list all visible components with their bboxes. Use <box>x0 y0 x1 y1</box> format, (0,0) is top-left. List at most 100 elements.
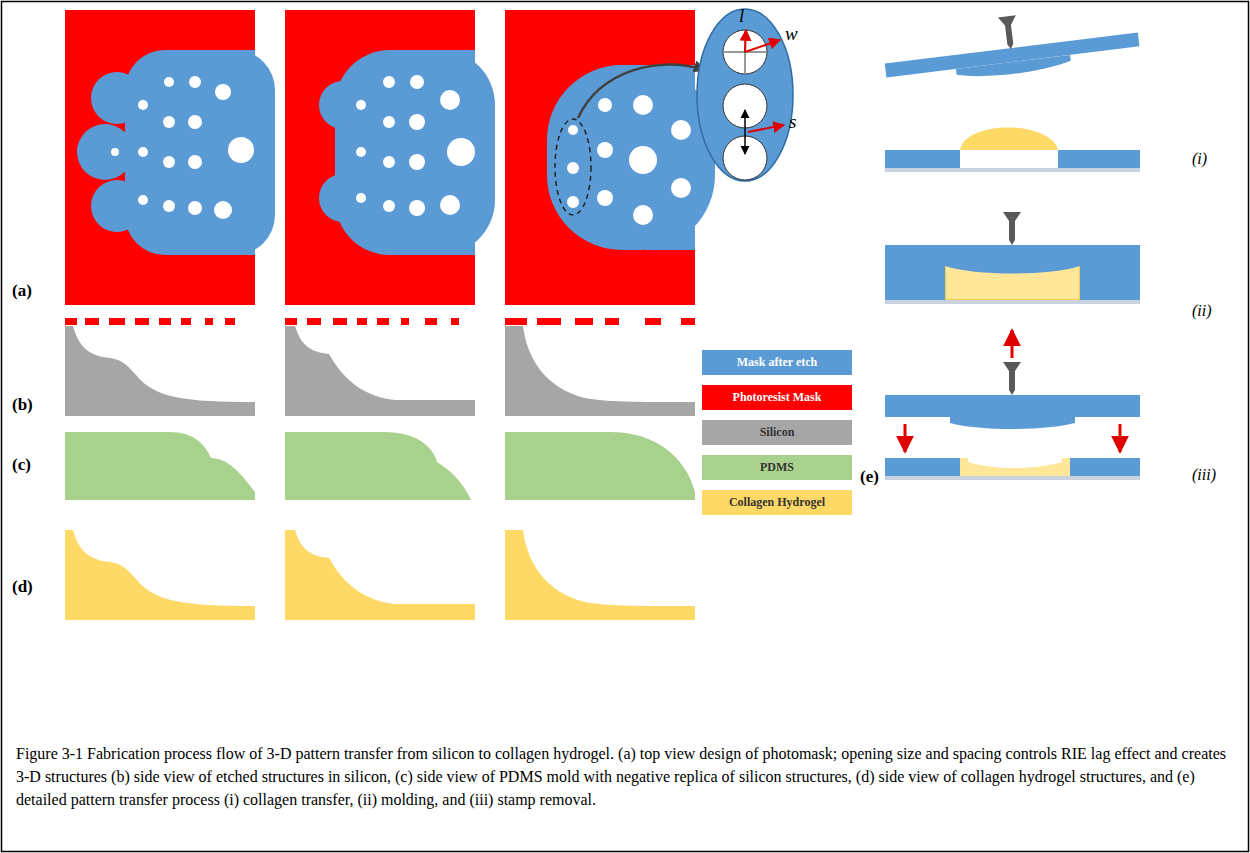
mask-opening <box>383 156 395 168</box>
panel-label: (i) <box>1192 150 1207 168</box>
stamp-relief <box>950 417 1075 429</box>
mask-opening <box>188 115 202 129</box>
spacing-leader <box>748 125 784 132</box>
spacer-block <box>1058 150 1140 168</box>
mask-opening <box>440 90 460 110</box>
figure-caption: Figure 3-1 Fabrication process flow of 3… <box>16 742 1231 812</box>
mask-opening <box>356 193 366 203</box>
substrate <box>885 168 1140 172</box>
legend-text: Photoresist Mask <box>733 390 822 405</box>
photoresist-segment <box>645 318 661 325</box>
collagen-droplet <box>960 128 1058 151</box>
mask-opening <box>188 155 202 169</box>
panel-label: (e) <box>860 468 879 487</box>
legend-swatch: PDMS <box>702 455 852 480</box>
photomask-panel <box>505 10 715 305</box>
legend-text: Collagen Hydrogel <box>729 495 825 510</box>
mask-opening <box>447 138 475 166</box>
mask-lobe <box>77 124 133 180</box>
dimension-label: w <box>785 24 798 45</box>
dimension-label: l <box>739 6 744 27</box>
mask-opening <box>440 195 460 215</box>
photoresist-segment <box>109 318 125 325</box>
substrate <box>885 476 1140 480</box>
stamp-handle <box>998 15 1020 50</box>
mask-opening <box>567 162 579 174</box>
stamp-handle <box>1003 212 1021 245</box>
mask-opening <box>671 120 691 140</box>
legend-text: Silicon <box>760 425 795 440</box>
photoresist-segment <box>605 318 619 325</box>
mask-opening <box>383 76 395 88</box>
mask-opening <box>383 200 395 212</box>
photomask-panel <box>65 10 275 305</box>
stamp-handle <box>1003 362 1021 395</box>
substrate <box>885 300 1140 304</box>
photoresist-segment <box>225 318 235 325</box>
photoresist-segment <box>537 318 561 325</box>
lift-arrow <box>1011 330 1014 358</box>
mask-opening <box>567 196 579 208</box>
mask-opening <box>138 147 148 157</box>
length-arrow <box>745 30 746 52</box>
photoresist-segment <box>575 318 593 325</box>
mask-opening <box>597 142 613 158</box>
mask-lobe <box>319 174 367 222</box>
dimension-label: s <box>789 112 796 133</box>
photoresist-segment <box>85 318 99 325</box>
etch-mask <box>205 50 255 255</box>
mask-opening <box>163 156 175 168</box>
legend-swatch: Photoresist Mask <box>702 385 852 410</box>
photoresist-segment <box>205 318 213 325</box>
zoom-oval <box>697 9 793 181</box>
legend-text: Mask after etch <box>737 355 817 370</box>
mask-opening <box>410 75 424 89</box>
stamp-relief <box>956 55 1072 81</box>
photoresist-segment <box>159 318 171 325</box>
collagen-profile <box>285 530 475 620</box>
panel-label: (d) <box>12 578 33 597</box>
spacing-arrow <box>744 110 746 154</box>
photoresist-segment <box>65 318 77 325</box>
panel-label: (ii) <box>1192 302 1212 320</box>
photoresist-segment <box>135 318 149 325</box>
mask-opening <box>597 190 613 206</box>
zoom-arrow <box>578 64 705 118</box>
molded-cavity <box>968 458 1062 468</box>
mask-opening <box>356 147 366 157</box>
mask-opening <box>163 116 175 128</box>
mask-lobe <box>91 72 143 124</box>
mask-opening <box>409 114 425 130</box>
stamp-plate <box>885 245 1140 282</box>
spacer-block <box>1070 458 1140 476</box>
spacer-block <box>1080 282 1140 300</box>
mask-opening <box>383 116 395 128</box>
mask-opening <box>111 148 119 156</box>
mask-lobe <box>319 81 367 129</box>
mask-opening <box>214 201 232 219</box>
mask-opening <box>138 195 148 205</box>
photomask-panel <box>285 10 495 305</box>
silicon-profile <box>505 326 695 416</box>
panel-label: (a) <box>12 282 32 301</box>
collagen-patterned <box>960 458 1070 476</box>
spacer-block <box>885 282 945 300</box>
photoresist-segment <box>181 318 191 325</box>
etch-mask <box>547 65 715 250</box>
panel-label: (c) <box>12 456 31 475</box>
photoresist-segment <box>425 318 437 325</box>
pdms-mold <box>505 432 695 500</box>
stamp-plate <box>885 395 1140 417</box>
photoresist-segment <box>377 318 389 325</box>
mask-opening <box>188 201 202 215</box>
collagen-profile <box>505 530 695 620</box>
width-arrow <box>745 40 780 52</box>
mask-opening <box>598 98 612 112</box>
mask-opening <box>671 178 691 198</box>
legend-swatch: Mask after etch <box>702 350 852 375</box>
mask-opening <box>163 200 175 212</box>
mask-opening <box>633 95 653 115</box>
legend-swatch: Collagen Hydrogel <box>702 490 852 515</box>
collagen-profile <box>65 530 255 620</box>
